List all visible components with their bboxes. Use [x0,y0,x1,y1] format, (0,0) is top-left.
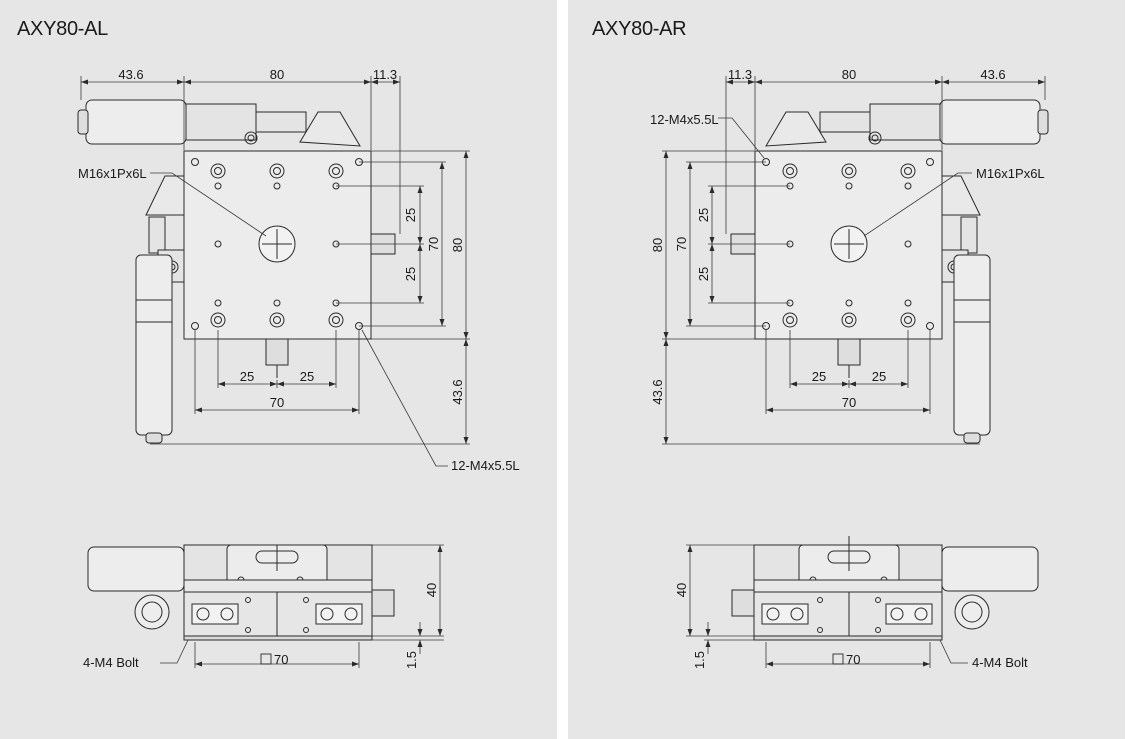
dim-base: 1.5 [692,651,707,669]
top-micrometer [77,99,361,147]
dim-pitch-v2: 25 [696,267,711,281]
dim-hole-span: 70 [426,237,441,251]
dim-width: 80 [270,67,284,82]
dim-micrometer: 43.6 [118,67,143,82]
callout-center-thread: M16x1Px6L [78,166,147,181]
dim-micrometer-v: 43.6 [450,379,465,404]
top-view-dimensions [662,76,1046,445]
panel-title: AXY80-AR [592,18,687,40]
dim-side-height: 40 [674,583,689,597]
dim-pitch-v1: 25 [403,208,418,222]
panel-axy80-al: AXY80-AL [0,0,557,739]
panel-axy80-ar: AXY80-AR [568,0,1125,739]
dim-pitch-h1: 25 [812,369,826,384]
dim-offset: 11.3 [728,67,752,82]
dim-square: 70 [846,652,860,667]
dim-pitch-v1: 25 [696,208,711,222]
dim-pitch-v2: 25 [403,267,418,281]
dim-pitch-h2: 25 [872,369,886,384]
side-view-dimensions [160,544,444,668]
callout-bolt: 4-M4 Bolt [83,655,139,670]
top-view-dimensions [80,76,470,467]
dim-base: 1.5 [404,651,419,669]
dim-pitch-h1: 25 [240,369,254,384]
side-view [87,544,395,641]
dim-width: 80 [842,67,856,82]
dim-side-height: 40 [424,583,439,597]
axy80-ar-drawing: 11.3 80 43.6 12-M4x5.5L M16x1Px6L 25 25 … [650,67,1049,670]
axy80-al-drawing: 43.6 80 11.3 M16x1Px6L 25 25 70 80 43.6 … [77,67,520,670]
callout-center-thread: M16x1Px6L [976,166,1045,181]
dim-pitch-h2: 25 [300,369,314,384]
dim-height: 80 [650,238,665,252]
panel-title: AXY80-AL [17,18,108,40]
side-view-dimensions [686,544,968,668]
dim-square: 70 [274,652,288,667]
side-micrometer [135,175,185,444]
side-view [731,536,1039,641]
mounting-holes [762,158,934,330]
dim-hole-span: 70 [674,237,689,251]
callout-tapped-holes: 12-M4x5.5L [451,458,520,473]
dim-offset: 11.3 [373,67,397,82]
mounting-holes [191,158,363,330]
dim-hole-span-h: 70 [270,395,284,410]
callout-bolt: 4-M4 Bolt [972,655,1028,670]
side-micrometer [941,175,991,444]
dim-hole-span-h: 70 [842,395,856,410]
dim-micrometer: 43.6 [980,67,1005,82]
top-micrometer [765,99,1049,147]
callout-tapped-holes: 12-M4x5.5L [650,112,719,127]
dim-micrometer-v: 43.6 [650,379,665,404]
dim-height: 80 [450,238,465,252]
